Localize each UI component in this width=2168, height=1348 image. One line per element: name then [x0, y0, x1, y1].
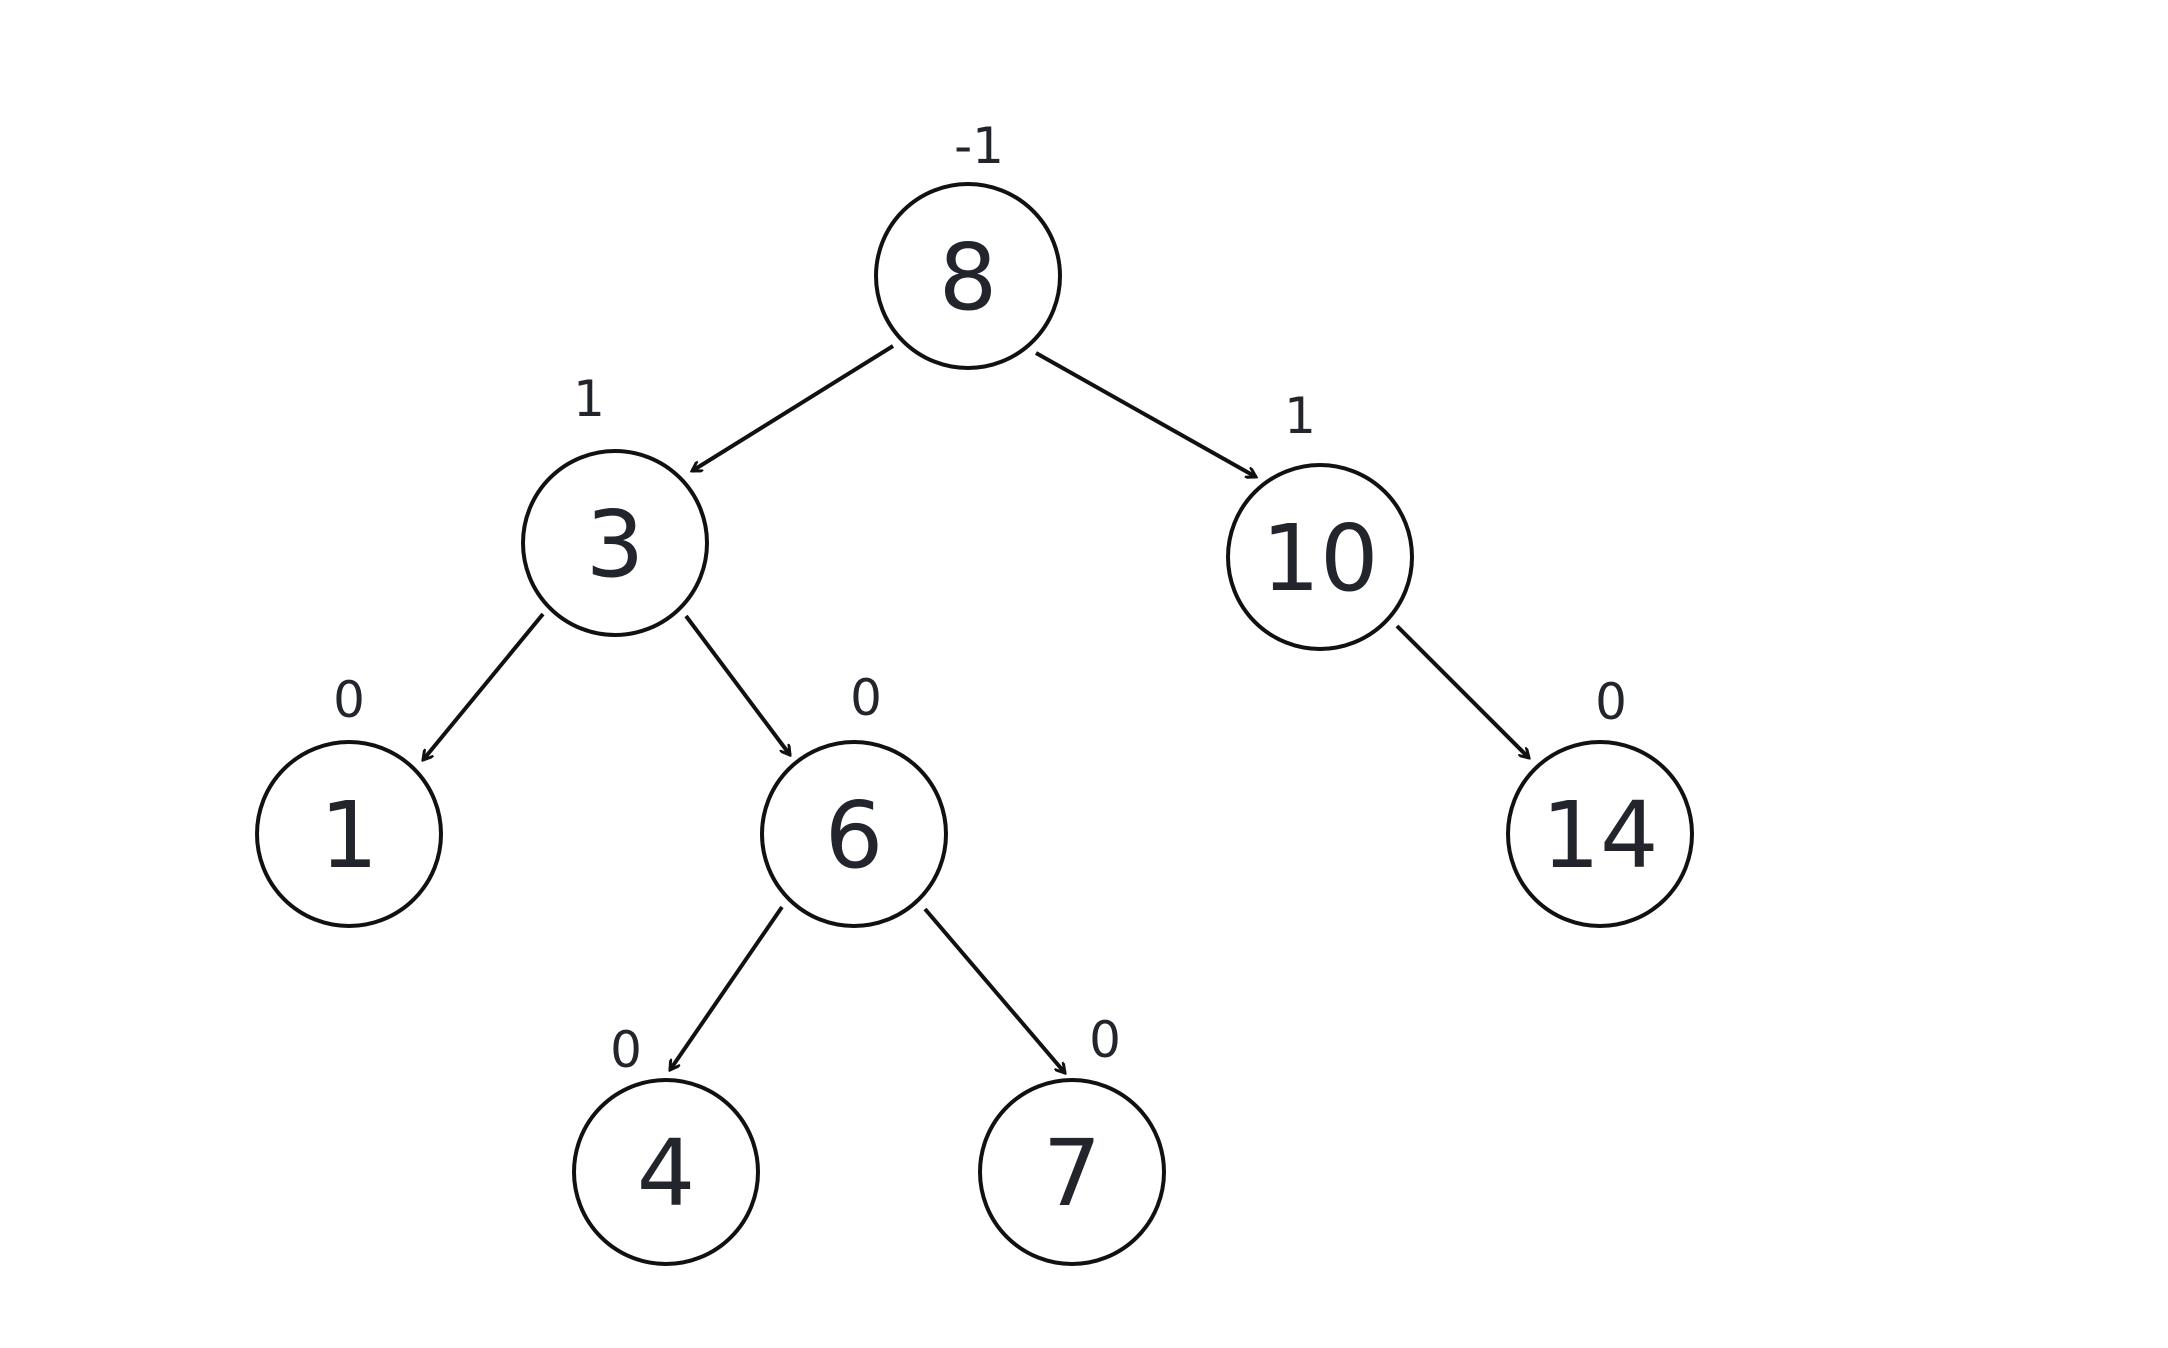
edge-6-7 [923, 907, 1065, 1073]
node-circle [978, 1078, 1166, 1266]
node-circle [874, 182, 1062, 370]
balance-factor-label: 0 [1089, 1011, 1121, 1069]
edge-8-10 [1035, 351, 1256, 477]
tree-node: 6 0 [760, 669, 948, 928]
balance-factor-label: 0 [610, 1021, 642, 1079]
node-value: 14 [1541, 782, 1658, 889]
node-circle [1506, 740, 1694, 928]
node-circle [521, 449, 709, 637]
balance-factor-label: -1 [954, 117, 1004, 175]
tree-node: 1 0 [255, 671, 443, 928]
tree-edges [423, 344, 1529, 1073]
node-circle [1226, 463, 1414, 651]
balance-factor-label: 1 [1284, 387, 1316, 445]
node-value: 8 [939, 224, 998, 331]
node-circle [572, 1078, 760, 1266]
node-circle [255, 740, 443, 928]
node-value: 1 [320, 782, 379, 889]
balance-factor-label: 0 [333, 671, 365, 729]
edge-3-6 [684, 614, 790, 755]
edge-6-4 [670, 905, 784, 1070]
balance-factor-label: 0 [850, 669, 882, 727]
tree-node: 3 1 [521, 370, 709, 637]
node-value: 3 [586, 491, 645, 598]
tree-node: 14 0 [1506, 673, 1694, 928]
tree-node: 10 1 [1226, 387, 1414, 651]
node-circle [760, 740, 948, 928]
tree-node: 8 -1 [874, 117, 1062, 370]
node-value: 6 [825, 782, 884, 889]
balance-factor-label: 0 [1595, 673, 1627, 731]
tree-node: 7 0 [978, 1011, 1166, 1266]
edge-3-1 [423, 612, 545, 760]
edge-8-3 [692, 344, 895, 473]
node-value: 7 [1043, 1120, 1102, 1227]
edge-10-14 [1395, 624, 1529, 758]
node-value: 4 [637, 1120, 696, 1227]
node-value: 10 [1261, 505, 1378, 612]
balance-factor-label: 1 [573, 370, 605, 428]
tree-node: 4 0 [572, 1021, 760, 1266]
